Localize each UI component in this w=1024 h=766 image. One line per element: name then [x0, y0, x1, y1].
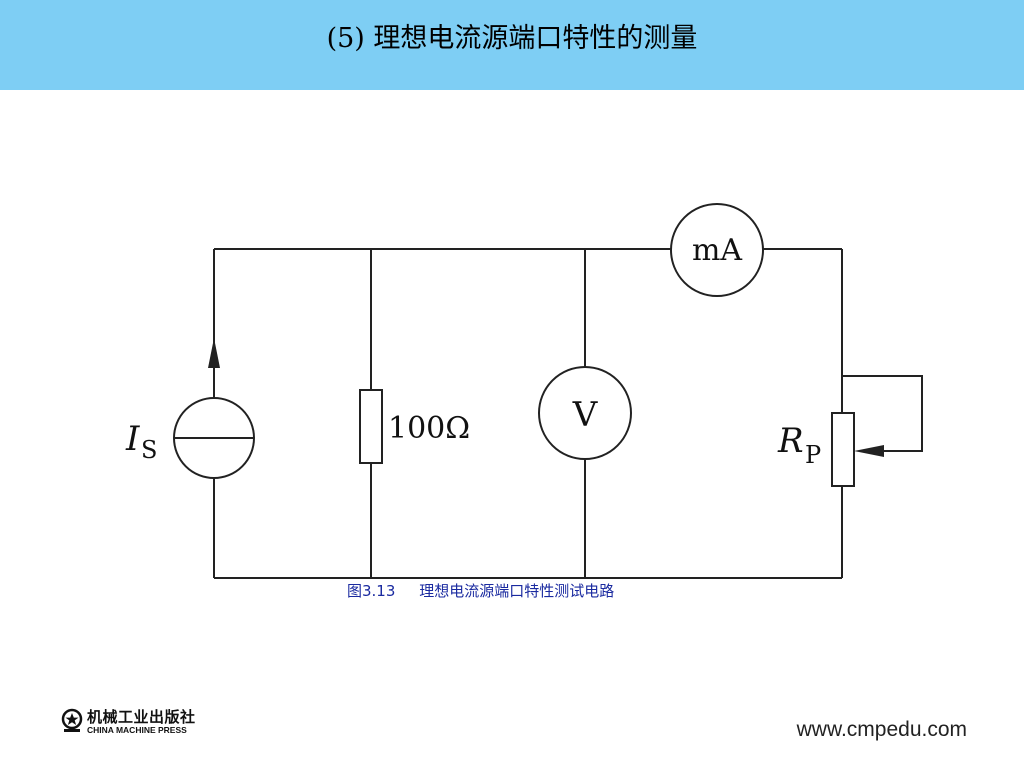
title-bar: (5) 理想电流源端口特性的测量 [0, 0, 1024, 90]
publisher-logo: 机械工业出版社 CHINA MACHINE PRESS [60, 706, 260, 738]
resistor-label: 100Ω [388, 411, 470, 446]
publisher-name-en: CHINA MACHINE PRESS [87, 725, 187, 735]
resistor [359, 389, 383, 464]
publisher-name-cn: 机械工业出版社 [87, 708, 196, 726]
current-source [173, 397, 255, 479]
voltmeter [538, 366, 632, 460]
wiper-arrow-icon [854, 445, 884, 457]
rheostat-subscript: P [805, 441, 821, 469]
current-arrow-icon [208, 338, 220, 368]
ammeter [670, 203, 764, 297]
publisher-emblem-icon [61, 708, 83, 732]
ammeter-label: mA [692, 233, 742, 268]
rheostat [831, 412, 855, 487]
website-url[interactable]: www.cmpedu.com [796, 718, 967, 741]
wiper-wire [842, 375, 923, 452]
rheostat-label: R [777, 421, 804, 461]
figure-caption: 图3.13 理想电流源端口特性测试电路 [347, 582, 615, 600]
current-source-subscript: S [141, 436, 157, 464]
page-title: (5) 理想电流源端口特性的测量 [326, 23, 698, 54]
current-source-label: I [125, 419, 140, 459]
voltmeter-label: V [572, 395, 599, 435]
